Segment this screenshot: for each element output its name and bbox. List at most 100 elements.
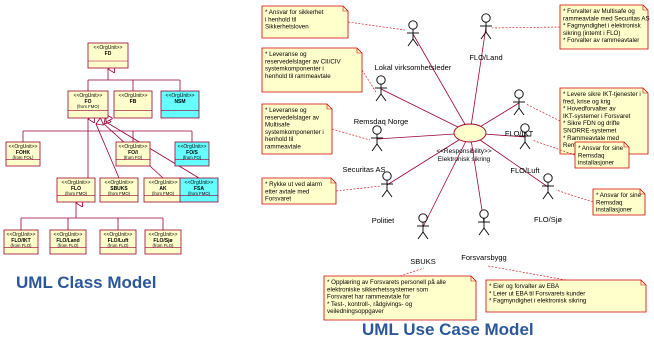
class-box-flo[interactable]: <<OrgUnit>>FLO(from FMO) xyxy=(56,177,96,203)
use-case-model-heading: UML Use Case Model xyxy=(362,320,534,339)
class-box-fohk[interactable]: <<OrgUnit>>FOHK(from FOL) xyxy=(5,141,41,167)
note-line: henhold til xyxy=(265,136,293,143)
class-box-fos[interactable]: <<OrgUnit>>FO/S(from FO) xyxy=(174,141,210,167)
note-line: * Forvalter av Multisafe og xyxy=(563,8,635,15)
class-box-floland[interactable]: <<OrgUnit>>FLO/Land(from FLO) xyxy=(49,229,87,255)
actor-remsdaq[interactable]: Remsdaq Norge xyxy=(354,75,409,126)
class-box-fd[interactable]: <<OrgUnit>>FD xyxy=(87,42,129,69)
note-line: * Eier og forvalter av EBA xyxy=(489,283,560,290)
note-line: * Levere sikre IKT-tjenester i xyxy=(563,91,641,98)
actor-sbuks[interactable]: SBUKS xyxy=(410,213,436,266)
note-line: * Ansvar for sikkerhet xyxy=(265,9,324,16)
actor-forsvarsbygg[interactable]: Forsvarsbygg xyxy=(461,209,507,262)
association-line xyxy=(469,132,485,224)
class-stereotype: <<OrgUnit>> xyxy=(149,232,178,238)
note-n9: * Opplæring av Forsvarets personell på a… xyxy=(323,267,477,321)
class-stereotype: <<OrgUnit>> xyxy=(166,93,195,99)
class-box-fo[interactable]: <<OrgUnit>>FO(from FMO) xyxy=(67,90,109,119)
note-line: sikring (intemt i FLO) xyxy=(563,30,620,37)
class-package: (from FMO) xyxy=(108,191,131,196)
class-stereotype: <<OrgUnit>> xyxy=(54,232,83,238)
generalization-line xyxy=(106,122,200,179)
class-stereotype: <<OrgUnit>> xyxy=(9,144,38,150)
actor-label: FLO/Sjø xyxy=(534,215,562,224)
note-line: rammeavtale med Securitas AS xyxy=(563,15,650,22)
class-package: (from FLO) xyxy=(57,243,79,248)
association-line xyxy=(386,132,471,186)
note-line: Remsdaq xyxy=(578,152,605,159)
note-line: * Fagmyndighet i elektronisk sikring xyxy=(489,298,587,305)
class-stereotype: <<OrgUnit>> xyxy=(105,180,134,186)
actor-label: FLO/IKT xyxy=(505,129,534,138)
note-line: Sikkerhetsloven xyxy=(265,24,309,31)
class-stereotype: <<OrgUnit>> xyxy=(178,144,207,150)
class-box-fb[interactable]: <<OrgUnit>>FB xyxy=(113,90,153,119)
note-line: * Ansvar for sine xyxy=(578,145,624,152)
class-package: (from FOL) xyxy=(12,155,34,160)
class-name: FLO xyxy=(71,186,81,192)
class-name: AK xyxy=(159,186,167,192)
class-box-nsm[interactable]: <<OrgUnit>>NSM xyxy=(160,90,200,119)
actor-lokal[interactable]: Lokal virksomhetsleder xyxy=(375,20,452,72)
class-package: (from FMO) xyxy=(65,191,88,196)
note-line: * Leveranse og xyxy=(265,51,307,58)
note-line: systemkomponenter i xyxy=(265,66,324,73)
note-line: * Opplæring av Forsvarets personell på a… xyxy=(327,279,447,286)
class-name: FLO/Sjø xyxy=(153,238,173,244)
note-line: IKT-systemer i Forsvaret xyxy=(563,113,631,120)
class-box-fsa[interactable]: <<OrgUnit>>FSA(from FMO) xyxy=(179,177,219,203)
note-line: reservedelslager av CII/CIV xyxy=(265,58,342,65)
actor-floluft[interactable]: FLO/Luft xyxy=(510,123,541,175)
class-package: (from FMO) xyxy=(77,104,100,109)
use-case-association-lines xyxy=(376,26,549,228)
actor-securitas[interactable]: Securitas AS xyxy=(343,125,386,174)
class-name: FD xyxy=(105,51,112,57)
class-box-ak[interactable]: <<OrgUnit>>AK(from FMO) xyxy=(143,177,183,203)
note-line: * Fagmyndighet i elektronisk xyxy=(563,23,642,30)
note-line: installasjoner xyxy=(578,160,614,167)
class-name: FLO/Land xyxy=(56,238,79,244)
class-name: FB xyxy=(130,99,137,105)
note-line: rammeavtale xyxy=(265,144,301,151)
note-line: * Forvalter av rammeavtaler xyxy=(563,37,639,44)
association-line xyxy=(469,132,549,188)
actor-politiet[interactable]: Politiet xyxy=(372,171,395,225)
note-line: installasjoner xyxy=(596,207,632,214)
class-name: FO xyxy=(85,99,92,105)
use-case-name: Elektronisk sikring xyxy=(438,156,491,163)
use-case-ellipse[interactable] xyxy=(453,123,487,143)
class-package: (from FO) xyxy=(124,155,143,160)
class-stereotype: <<OrgUnit>> xyxy=(119,93,148,99)
class-name: FLO/IKT xyxy=(11,238,30,244)
use-case-stereotype: <<Responsibility>> xyxy=(436,148,491,155)
note-n10: * Eier og forvalter av EBA* Leier ut EBA… xyxy=(485,265,647,313)
note-line: elektroniske sikkerhetssystemer som xyxy=(327,286,428,293)
class-box-foi[interactable]: <<OrgUnit>>FO/I(from FO) xyxy=(115,141,151,167)
class-box-flosjo[interactable]: <<OrgUnit>>FLO/Sjø(from FLO) xyxy=(144,229,182,255)
class-name: FO/S xyxy=(186,150,198,156)
actor-label: Politiet xyxy=(372,216,395,225)
actor-label: SBUKS xyxy=(410,257,435,266)
class-box-sbuks[interactable]: <<OrgUnit>>SBUKS(from FMO) xyxy=(99,177,139,203)
actor-label: Forsvarsbygg xyxy=(461,253,506,262)
actor-floikt[interactable]: FLO/IKT xyxy=(505,89,534,138)
actor-label: FLO/Luft xyxy=(510,166,540,175)
class-stereotype: <<OrgUnit>> xyxy=(74,93,103,99)
class-box-floikt[interactable]: <<OrgUnit>>FLO/IKT(from FLO) xyxy=(3,229,39,255)
note-line: * Leier ut EBA til Forsvarets kunder xyxy=(489,290,585,297)
class-box-floluft[interactable]: <<OrgUnit>>FLO/Luft(from FLO) xyxy=(99,229,137,255)
class-stereotype: <<OrgUnit>> xyxy=(104,232,133,238)
note-line: * Test-, kontroll-, rådgivings- og xyxy=(327,301,413,308)
class-stereotype: <<OrgUnit>> xyxy=(7,232,36,238)
class-stereotype: <<OrgUnit>> xyxy=(94,45,123,51)
actor-flosjo[interactable]: FLO/Sjø xyxy=(534,173,562,224)
actor-floland[interactable]: FLO/Land xyxy=(469,13,503,62)
